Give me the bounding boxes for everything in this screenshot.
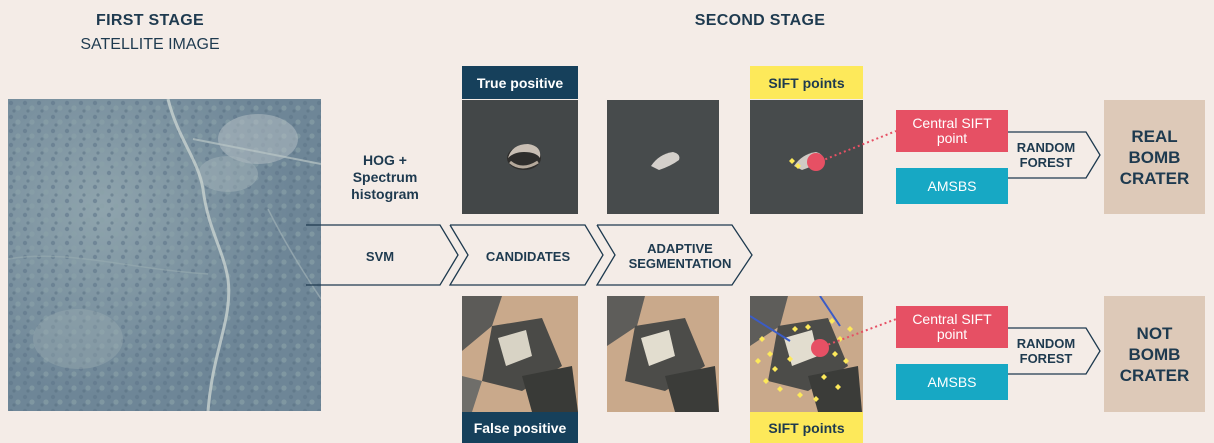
amsbs-box-top: AMSBS [896,168,1008,204]
false-positive-candidate-image [462,296,578,412]
first-stage-title: FIRST STAGE [96,12,204,29]
not-bomb-crater-result: NOT BOMB CRATER [1104,296,1205,412]
hog-spectrum-label: HOG + Spectrum histogram [351,152,419,202]
real-bomb-crater-result: REAL BOMB CRATER [1104,100,1205,214]
candidates-step: CANDIDATES [485,248,571,264]
adaptive-segmentation-step: ADAPTIVE SEGMENTATION [628,241,732,271]
sift-points-tag-bottom: SIFT points [750,412,863,443]
true-positive-tag: True positive [462,66,578,99]
random-forest-label-top: RANDOM FOREST [1016,140,1076,170]
random-forest-label-bottom: RANDOM FOREST [1016,336,1076,366]
amsbs-box-bottom: AMSBS [896,364,1008,400]
false-positive-segmentation-image [607,296,719,412]
random-forest-bracket-bottom [1008,327,1101,375]
true-positive-candidate-image [462,100,578,214]
central-sift-connector-bottom [818,317,900,349]
random-forest-bracket-top [1008,131,1101,179]
sift-points-tag-top: SIFT points [750,66,863,99]
true-positive-segmentation-image [607,100,719,214]
central-sift-box-bottom: Central SIFT point [896,306,1008,348]
svm-step: SVM [365,248,395,264]
false-positive-tag: False positive [462,412,578,443]
false-positive-sift-image [750,296,863,412]
pipeline-chevrons [306,224,753,286]
central-sift-box-top: Central SIFT point [896,110,1008,152]
satellite-image [8,99,321,411]
second-stage-title: SECOND STAGE [694,12,826,29]
central-sift-connector-top [815,130,897,164]
true-positive-sift-image [750,100,863,214]
first-stage-subtitle: SATELLITE IMAGE [80,36,220,53]
